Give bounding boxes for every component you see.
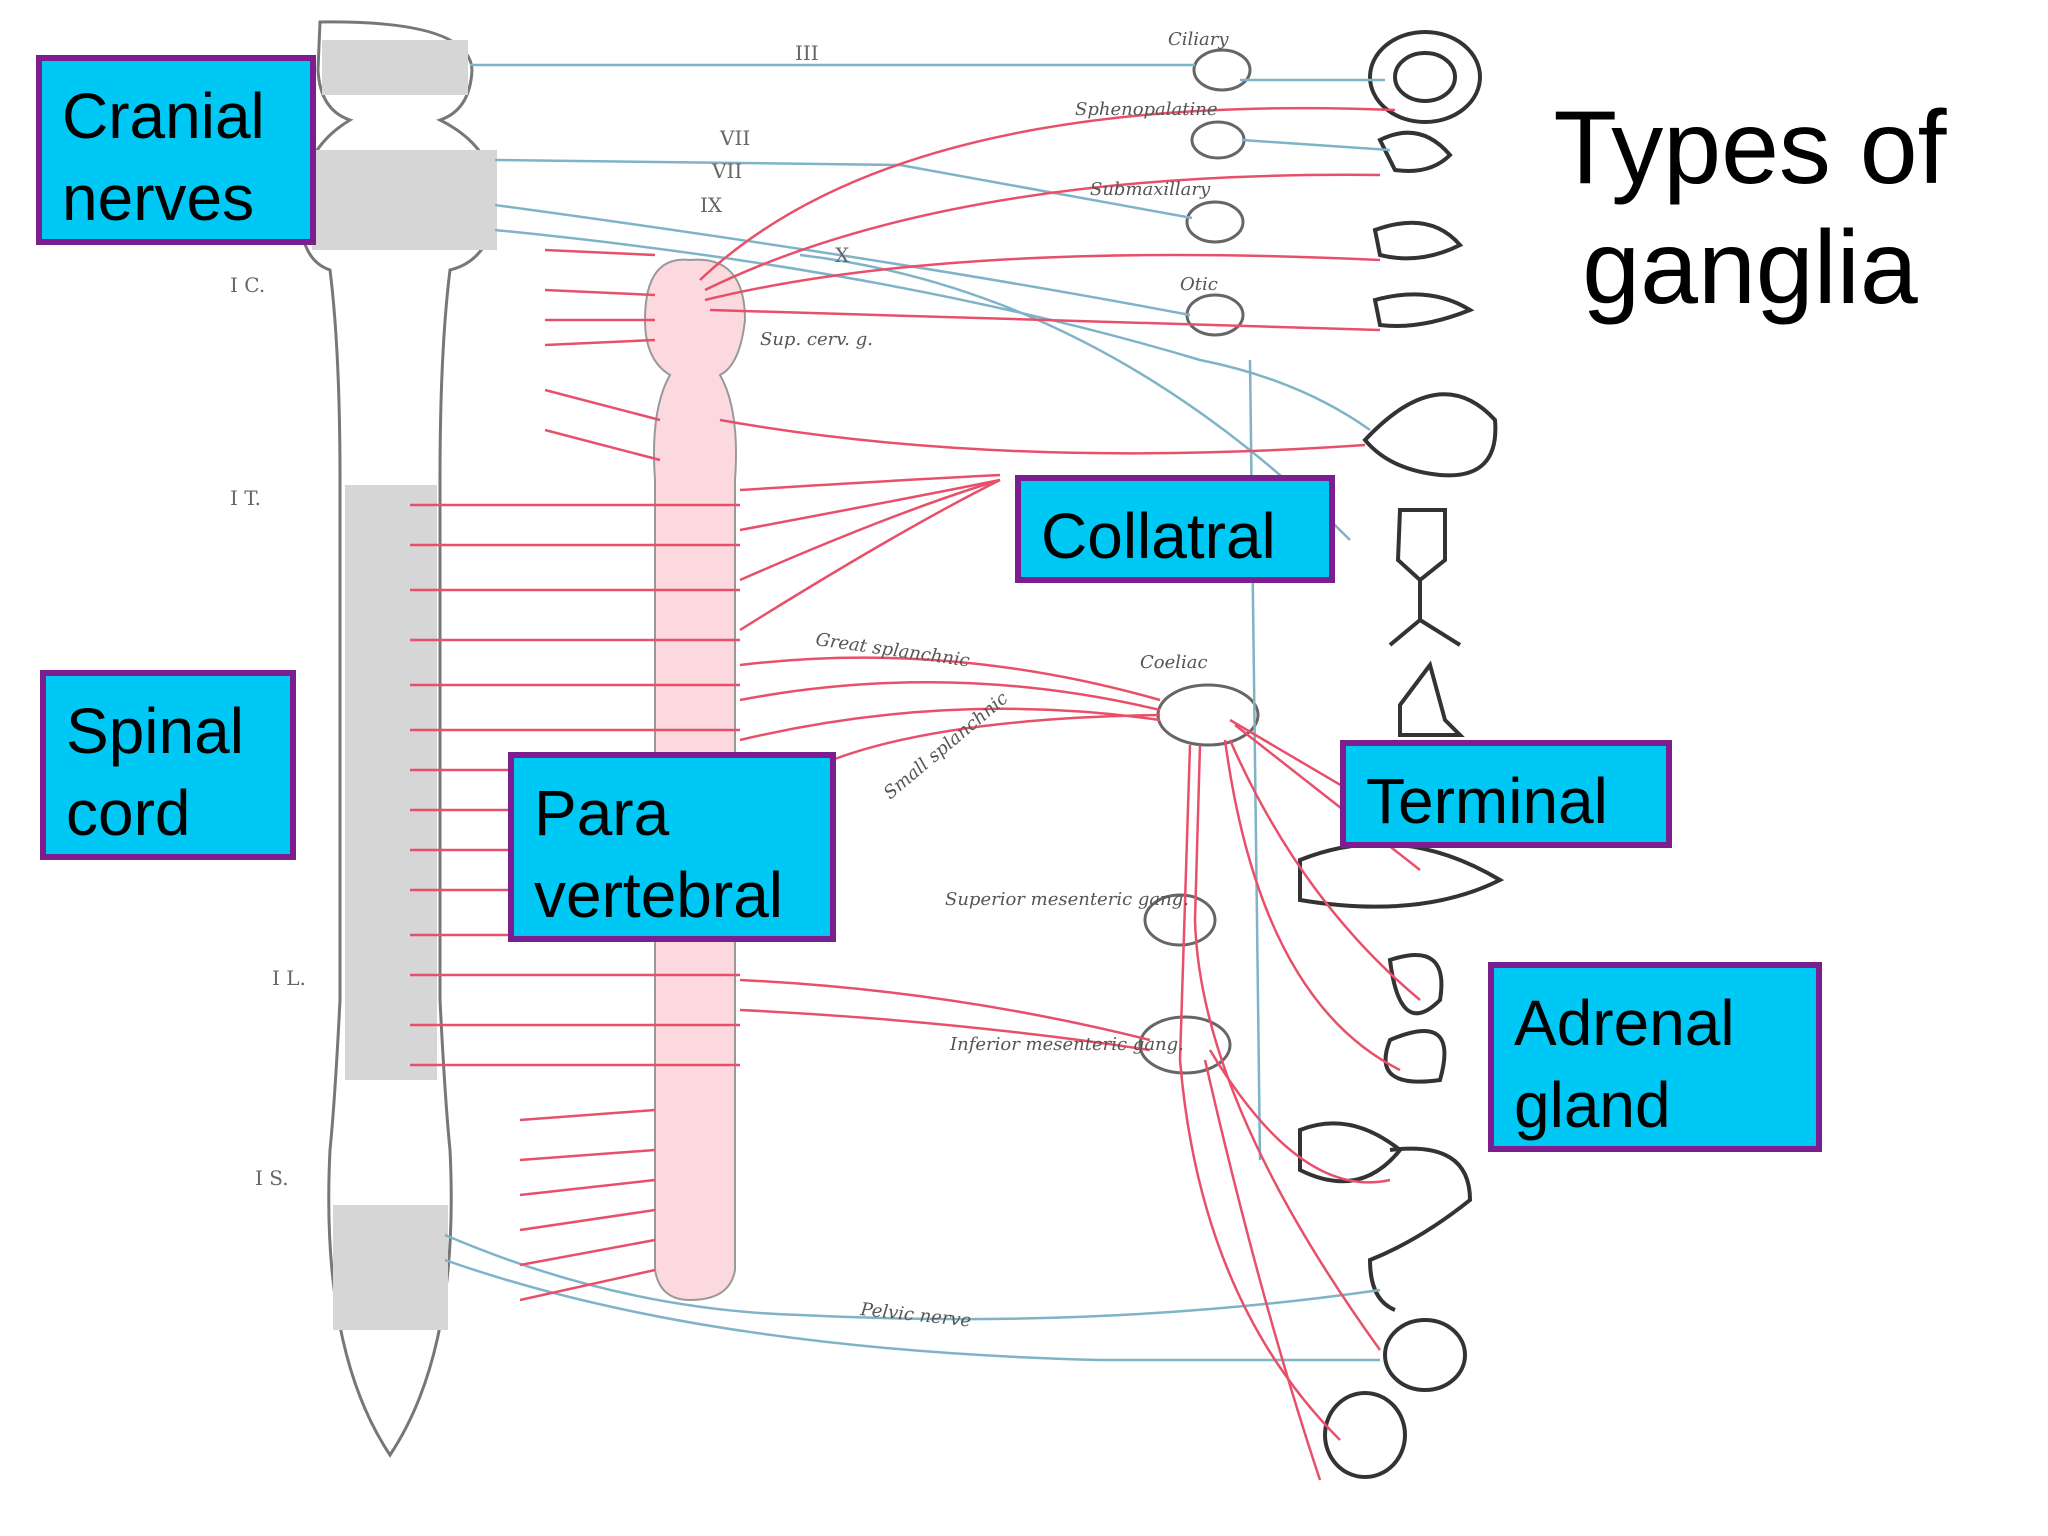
cranial-nerve-vii-label-1: VII [719,126,750,150]
superior-cervical-ganglion-label: Sup. cerv. g. [760,329,873,350]
inferior-mesenteric-ganglion-label: Inferior mesenteric gang. [949,1034,1184,1055]
pelvic-nerve-label: Pelvic nerve [858,1299,972,1332]
cranial-nerve-ix-label: IX [700,193,723,217]
segment-1l-label: I L. [272,966,306,990]
great-splanchnic-label: Great splanchnic [814,629,971,671]
small-splanchnic-label: Small splanchnic [880,688,1012,804]
terminal-label: Terminal [1340,740,1672,848]
organ-outlines [1298,30,1505,1479]
coeliac-ganglion-label: Coeliac [1140,652,1208,673]
sphenopalatine-ganglion-label: Sphenopalatine [1075,99,1218,120]
cranial-nerve-x-label: X [835,243,850,267]
otic-ganglion-label: Otic [1180,274,1218,295]
segment-1c-label: I C. [230,273,265,297]
slide-title: Types of ganglia [1553,90,1947,326]
adrenal-gland-label: Adrenal gland [1488,962,1822,1152]
cranial-nerve-iii-label: III [795,41,819,65]
segment-1s-label: I S. [255,1166,289,1190]
cranial-nerve-vii-label-2: VII [711,159,742,183]
submaxillary-ganglion-label: Submaxillary [1090,179,1211,200]
cranial-nerves-label: Cranial nerves [36,55,316,245]
segment-1t-label: I T. [230,486,261,510]
paravertebral-label: Para vertebral [508,752,836,942]
spinal-cord-label: Spinal cord [40,670,296,860]
ciliary-ganglion-label: Ciliary [1168,29,1229,50]
collateral-label: Collatral [1015,475,1335,583]
superior-mesenteric-ganglion-label: Superior mesenteric gang. [945,889,1189,910]
